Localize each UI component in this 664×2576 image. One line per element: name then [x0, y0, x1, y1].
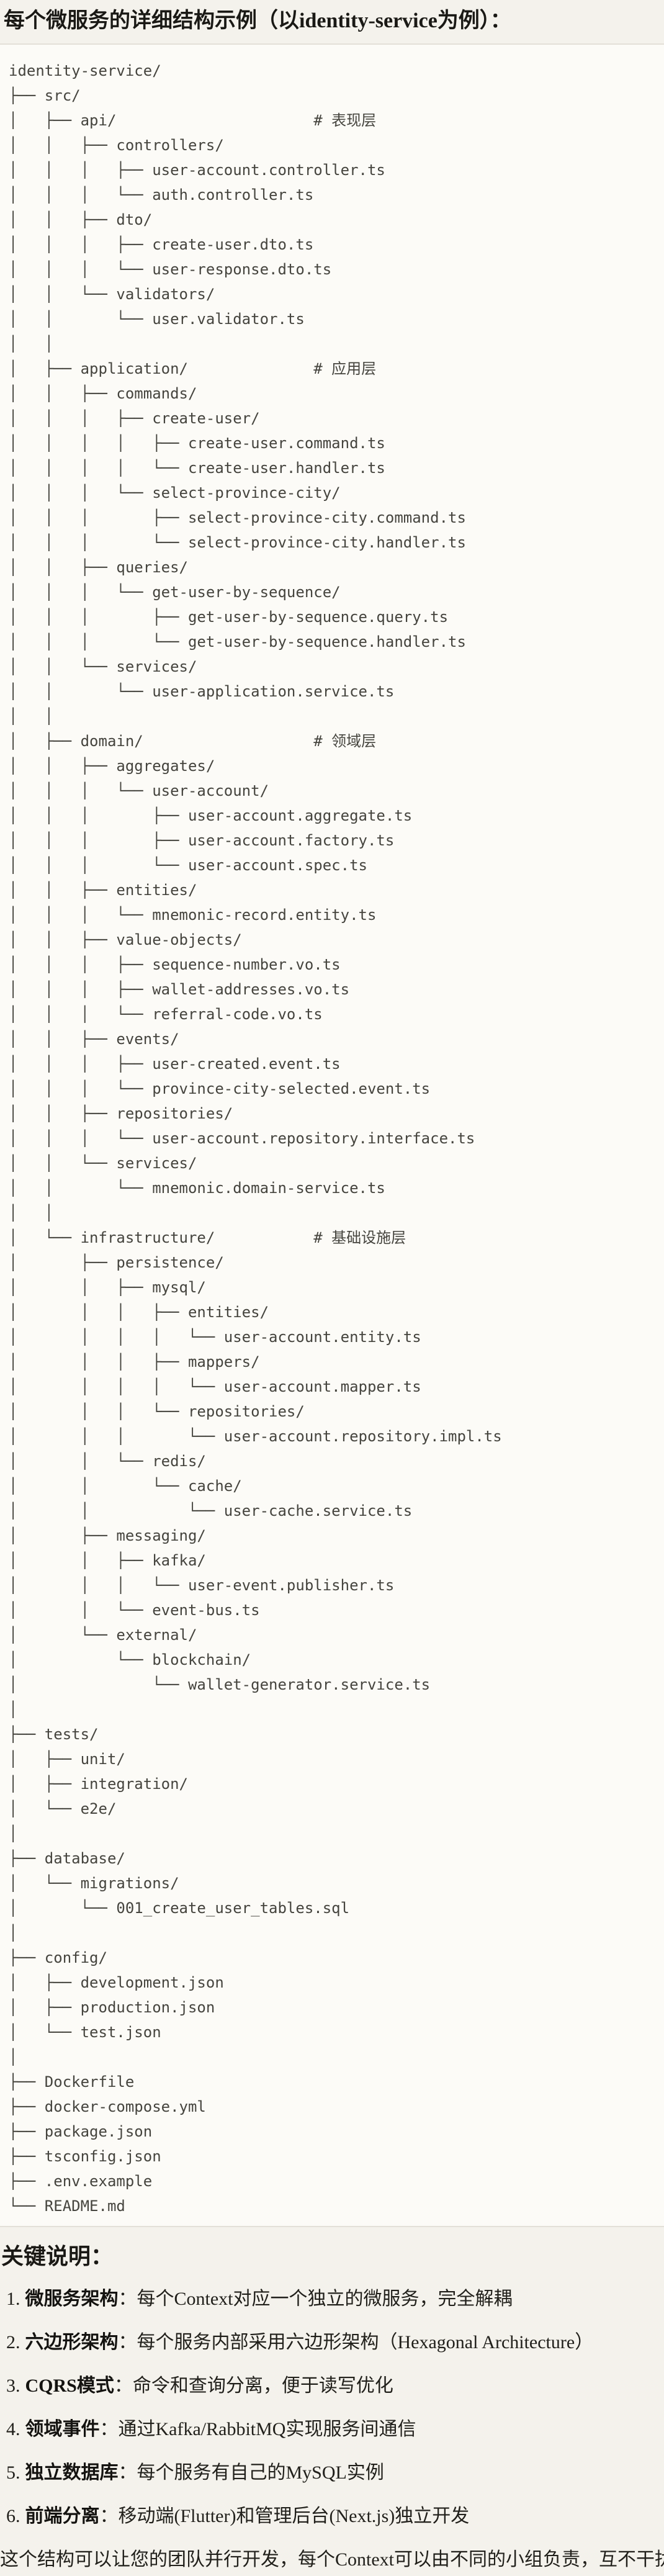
note-item-description: ：每个Context对应一个独立的微服务，完全解耦: [118, 2289, 513, 2310]
note-item: 2.六边形架构：每个服务内部采用六边形架构（Hexagonal Architec…: [0, 2333, 659, 2353]
closing-paragraph: 这个结构可以让您的团队并行开发，每个Context可以由不同的小组负责，互不干扰…: [0, 2549, 664, 2570]
note-item-description: ：每个服务内部采用六边形架构（Hexagonal Architecture）: [118, 2332, 594, 2353]
note-item-number: 1.: [6, 2289, 20, 2310]
note-item-number: 6.: [6, 2506, 20, 2527]
code-block: identity-service/ ├── src/ │ ├── api/ # …: [0, 43, 664, 2228]
note-item: 3.CQRS模式：命令和查询分离，便于读写优化: [0, 2376, 659, 2396]
notes-section: 关键说明： 1.微服务架构：每个Context对应一个独立的微服务，完全解耦 2.…: [0, 2242, 664, 2570]
note-item: 4.领域事件：通过Kafka/RabbitMQ实现服务间通信: [0, 2420, 659, 2439]
note-item: 5.独立数据库：每个服务有自己的MySQL实例: [0, 2463, 659, 2483]
note-item-term: 独立数据库: [25, 2462, 119, 2484]
note-item-description: ：命令和查询分离，便于读写优化: [114, 2376, 393, 2397]
note-item-number: 5.: [6, 2462, 20, 2484]
note-item-number: 4.: [6, 2419, 20, 2440]
notes-heading: 关键说明：: [1, 2244, 114, 2269]
note-item-number: 2.: [6, 2332, 20, 2353]
note-item: 6.前端分离：移动端(Flutter)和管理后台(Next.js)独立开发: [0, 2506, 659, 2526]
note-item-term: 领域事件: [25, 2419, 100, 2440]
note-item-description: ：移动端(Flutter)和管理后台(Next.js)独立开发: [99, 2506, 470, 2527]
file-tree: identity-service/ ├── src/ │ ├── api/ # …: [9, 62, 502, 2215]
page-title: 每个微服务的详细结构示例（以identity-service为例）：: [4, 9, 511, 32]
note-item-term: 六边形架构: [25, 2332, 119, 2353]
note-item-number: 3.: [6, 2376, 20, 2397]
note-item-term: 前端分离: [25, 2506, 100, 2527]
note-item-description: ：通过Kafka/RabbitMQ实现服务间通信: [99, 2419, 416, 2440]
note-item: 1.微服务架构：每个Context对应一个独立的微服务，完全解耦: [0, 2289, 659, 2309]
note-item-term: CQRS模式: [25, 2376, 114, 2397]
note-item-term: 微服务架构: [25, 2289, 119, 2310]
note-item-description: ：每个服务有自己的MySQL实例: [118, 2462, 384, 2484]
